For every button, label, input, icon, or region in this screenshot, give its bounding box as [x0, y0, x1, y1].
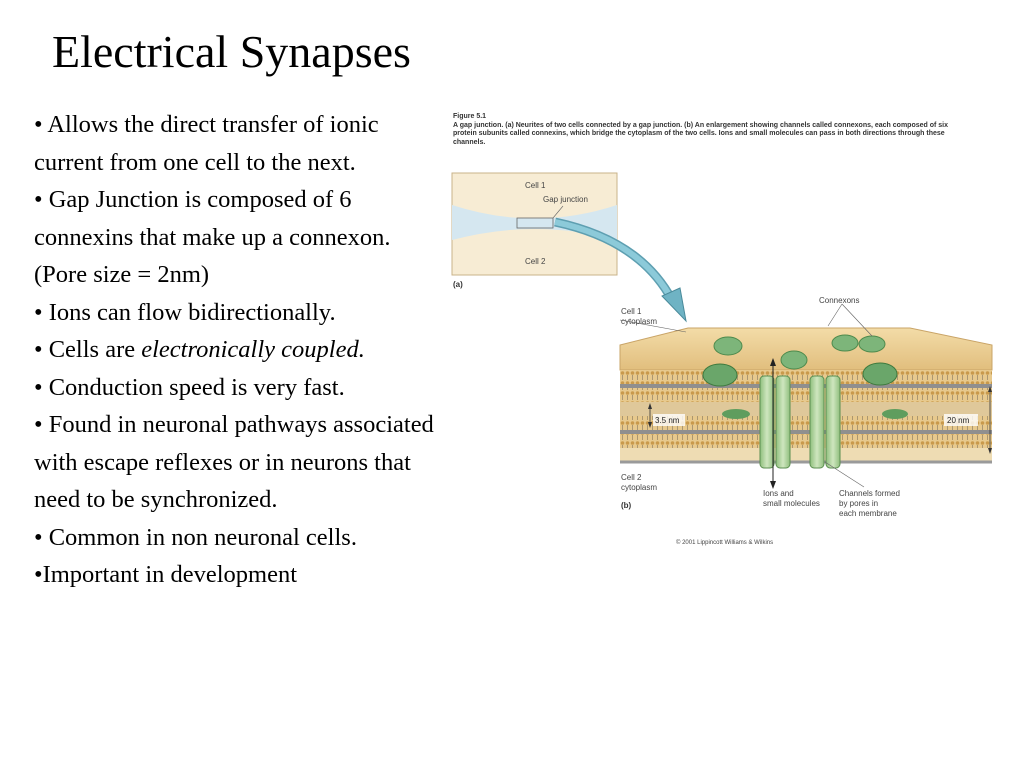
- panel-b-cell1-label: Cell 1: [621, 307, 642, 316]
- gap-junction-illustration: Cell 1 Gap junction Cell 2 (a): [451, 172, 993, 546]
- bullet-bidirectional: • Ions can flow bidirectionally.: [34, 298, 336, 326]
- bullet-direct-transfer: • Allows the direct transfer of ionic cu…: [34, 111, 379, 176]
- panel-a-tag: (a): [453, 280, 463, 289]
- panel-b-cell1-cytoplasm-label: cytoplasm: [621, 317, 657, 326]
- figure-copyright: © 2001 Lippincott Williams & Wilkins: [676, 539, 773, 546]
- dimension-3-5nm-label: 3.5 nm: [655, 416, 680, 425]
- ions-label-line2: small molecules: [763, 499, 820, 508]
- bullet-non-neuronal: • Common in non neuronal cells.: [34, 523, 357, 551]
- bullet-coupled-italic: electronically coupled.: [141, 336, 365, 363]
- panel-b-cell2-label: Cell 2: [621, 473, 642, 482]
- ions-label-line1: Ions and: [763, 489, 794, 498]
- channels-label-line2: by pores in: [839, 499, 878, 508]
- figure-number: Figure 5.1: [453, 113, 487, 120]
- panel-a-cell1-label: Cell 1: [525, 181, 546, 190]
- panel-b: Cell 1 cytoplasm Connexons 3.5 nm 20 nm …: [619, 296, 993, 546]
- gap-junction-figure: Figure 5.1 A gap junction. (a) Neurites …: [440, 100, 1024, 560]
- dimension-20nm-label: 20 nm: [947, 416, 970, 425]
- bullet-electronically-coupled: • Cells are electronically coupled.: [34, 331, 436, 369]
- connexons-label: Connexons: [819, 296, 859, 305]
- panel-b-cell2-cytoplasm-label: cytoplasm: [621, 483, 657, 492]
- panel-a-cell2-label: Cell 2: [525, 257, 546, 266]
- enlargement-arrow: [554, 217, 687, 323]
- bullet-coupled-prefix: • Cells are: [34, 336, 142, 363]
- channels-label-line1: Channels formed: [839, 489, 900, 498]
- bullet-gap-junction: • Gap Junction is composed of 6 connexin…: [34, 186, 391, 288]
- channels-label-line3: each membrane: [839, 509, 897, 518]
- bullet-list: • Allows the direct transfer of ionic cu…: [34, 106, 436, 594]
- bullet-conduction-speed: • Conduction speed is very fast.: [34, 373, 345, 401]
- bullet-neuronal-pathways: • Found in neuronal pathways associated …: [34, 411, 434, 513]
- slide-title: Electrical Synapses: [52, 26, 411, 77]
- panel-a-gap-junction-label: Gap junction: [543, 195, 588, 204]
- panel-b-tag: (b): [621, 501, 632, 510]
- figure-caption: Figure 5.1 A gap junction. (a) Neurites …: [453, 113, 953, 147]
- figure-caption-text: A gap junction. (a) Neurites of two cell…: [453, 121, 949, 146]
- bullet-development: •Important in development: [34, 561, 298, 588]
